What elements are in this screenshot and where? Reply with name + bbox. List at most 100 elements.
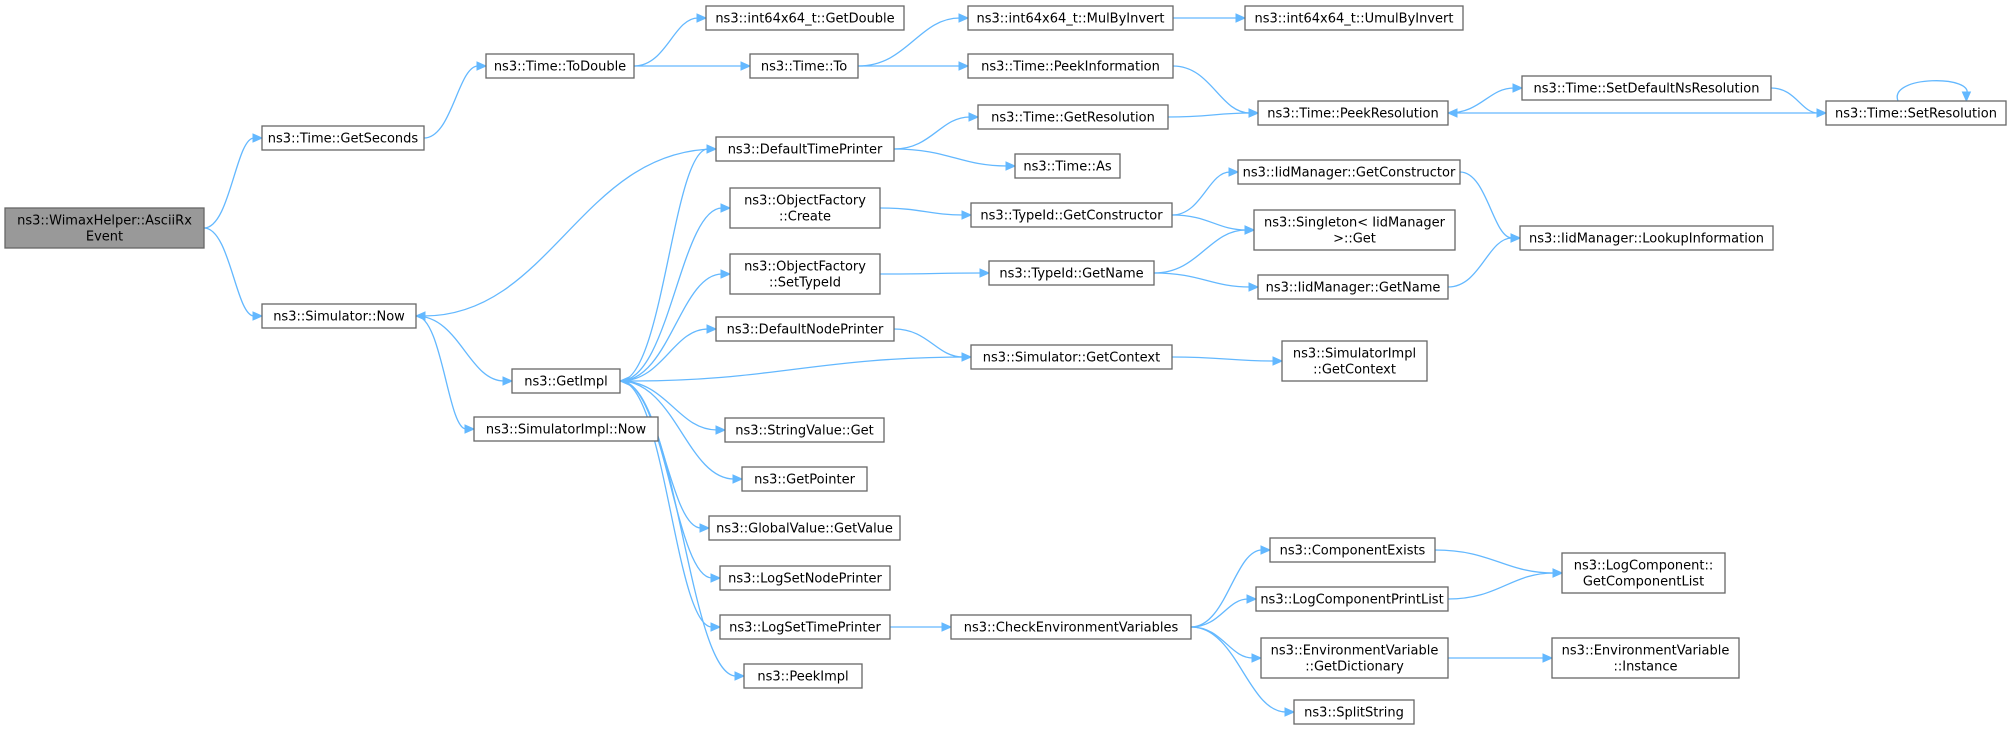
node-label: ns3::ObjectFactory (744, 260, 866, 275)
function-node-peekinformation[interactable]: ns3::Time::PeekInformation (967, 53, 1174, 79)
function-node-stringvalue-get[interactable]: ns3::StringValue::Get (724, 417, 885, 443)
node-label: Event (86, 230, 123, 245)
call-edge-peekinformation-to-peekresolution (1172, 65, 1251, 114)
node-box (719, 565, 891, 591)
node-label: ns3::TypeId::GetConstructor (980, 209, 1163, 224)
node-box (967, 5, 1174, 31)
call-edge-getimpl-to-defaultnodeprinter (619, 328, 709, 382)
arrowhead-icon (1248, 282, 1260, 292)
node-label: ns3::StringValue::Get (735, 424, 873, 439)
node-label: ns3::DefaultNodePrinter (727, 323, 884, 338)
function-node-checkenv[interactable]: ns3::CheckEnvironmentVariables (950, 614, 1192, 640)
function-node-ofcreate[interactable]: ns3::ObjectFactory::Create (729, 187, 881, 229)
call-edge-defaulttimeprinter-to-as (893, 148, 1008, 167)
function-node-globalvalue-getvalue[interactable]: ns3::GlobalValue::GetValue (708, 515, 901, 541)
node-label: ns3::int64x64_t::UmulByInvert (1255, 12, 1454, 27)
function-node-peekimpl[interactable]: ns3::PeekImpl (743, 663, 863, 689)
node-label: ns3::int64x64_t::GetDouble (715, 12, 894, 27)
function-node-sim-getcontext[interactable]: ns3::Simulator::GetContext (970, 344, 1173, 370)
arrowhead-icon (720, 269, 732, 279)
call-edge-sim-getcontext-to-simimpl-getcontext (1171, 356, 1275, 362)
function-node-componentexists[interactable]: ns3::ComponentExists (1269, 537, 1436, 563)
function-node-singleton-get[interactable]: ns3::Singleton< IidManager>::Get (1253, 209, 1456, 251)
function-node-logcomponentprintlist[interactable]: ns3::LogComponentPrintList (1255, 586, 1449, 612)
call-edge-checkenv-to-componentexists (1190, 549, 1263, 628)
function-node-simimpl-now[interactable]: ns3::SimulatorImpl::Now (473, 416, 659, 442)
function-node-ofsettypeid[interactable]: ns3::ObjectFactory::SetTypeId (729, 253, 881, 295)
node-label: ::GetContext (1313, 363, 1396, 378)
function-node-logsetnodeprinter[interactable]: ns3::LogSetNodePrinter (719, 565, 891, 591)
call-edge-ofsettypeid-to-tid-getname (879, 272, 982, 275)
function-node-iid-getname[interactable]: ns3::IidManager::GetName (1257, 274, 1449, 300)
node-box (950, 614, 1192, 640)
call-edge-getimpl-to-ofcreate (619, 207, 723, 382)
node-label: ns3::Simulator::Now (273, 310, 405, 325)
function-node-umulbyinvert[interactable]: ns3::int64x64_t::UmulByInvert (1244, 5, 1464, 31)
function-node-peekresolution[interactable]: ns3::Time::PeekResolution (1257, 100, 1449, 126)
function-node-iid-getconstructor[interactable]: ns3::IidManager::GetConstructor (1237, 159, 1461, 185)
node-label: ::Create (779, 210, 831, 225)
arrowhead-icon (1235, 13, 1247, 23)
call-edge-defaulttimeprinter-to-now (423, 148, 717, 317)
function-node-env-getdictionary[interactable]: ns3::EnvironmentVariable::GetDictionary (1260, 637, 1449, 679)
node-label: ns3::SimulatorImpl::Now (486, 423, 647, 438)
call-edge-setdefaultns-to-setresolution (1770, 87, 1819, 114)
node-label: ns3::Simulator::GetContext (983, 351, 1160, 366)
function-node-getpointer[interactable]: ns3::GetPointer (741, 466, 868, 492)
function-node-defaultnodeprinter[interactable]: ns3::DefaultNodePrinter (715, 316, 895, 342)
node-box (1551, 637, 1740, 679)
call-edge-tid-getconstructor-to-singleton-get (1171, 214, 1247, 231)
function-node-env-instance[interactable]: ns3::EnvironmentVariable::Instance (1551, 637, 1740, 679)
function-node-splitstring[interactable]: ns3::SplitString (1293, 699, 1415, 725)
call-edge-tid-getname-to-singleton-get (1153, 229, 1247, 274)
arrowhead-icon (710, 573, 722, 583)
node-box (261, 125, 425, 151)
node-box (1519, 225, 1774, 251)
function-node-lookupinfo[interactable]: ns3::IidManager::LookupInformation (1519, 225, 1774, 251)
arrowhead-icon (958, 61, 970, 71)
node-label: ns3::Time::PeekInformation (981, 60, 1160, 75)
node-box (708, 515, 901, 541)
call-edge-getimpl-to-peekimpl (619, 380, 737, 677)
call-edge-iid-getname-to-lookupinfo (1447, 237, 1513, 288)
node-label: ns3::SplitString (1304, 706, 1404, 721)
function-node-as[interactable]: ns3::Time::As (1014, 153, 1121, 179)
function-node-now[interactable]: ns3::Simulator::Now (261, 303, 417, 329)
function-node-getdouble[interactable]: ns3::int64x64_t::GetDouble (705, 5, 905, 31)
function-node-setresolution[interactable]: ns3::Time::SetResolution (1825, 100, 2007, 126)
function-node-getcomponentlist[interactable]: ns3::LogComponent::GetComponentList (1561, 552, 1726, 594)
arrowhead-icon (734, 671, 746, 681)
function-node-defaulttimeprinter[interactable]: ns3::DefaultTimePrinter (715, 136, 895, 162)
node-label: ns3::ObjectFactory (744, 194, 866, 209)
arrowhead-icon (1260, 545, 1272, 555)
function-node-tid-getname[interactable]: ns3::TypeId::GetName (988, 260, 1155, 286)
call-edge-tid-getname-to-iid-getname (1153, 272, 1251, 288)
function-node-logsettimeprinter[interactable]: ns3::LogSetTimePrinter (719, 614, 891, 640)
call-edge-getimpl-to-getpointer (619, 380, 735, 480)
call-edge-sim-getcontext-to-getimpl (627, 356, 972, 382)
function-node-to[interactable]: ns3::Time::To (749, 53, 859, 79)
node-box (1257, 274, 1449, 300)
function-node-getseconds[interactable]: ns3::Time::GetSeconds (261, 125, 425, 151)
node-label: ns3::EnvironmentVariable (1562, 644, 1730, 659)
function-node-getresolution[interactable]: ns3::Time::GetResolution (977, 104, 1169, 130)
arrowhead-icon (1510, 233, 1522, 243)
node-label: ns3::GlobalValue::GetValue (716, 522, 893, 537)
function-node-getimpl[interactable]: ns3::GetImpl (511, 368, 621, 394)
node-label: ns3::LogComponent:: (1574, 559, 1714, 574)
node-box (1281, 340, 1428, 382)
function-node-mulbyinvert[interactable]: ns3::int64x64_t::MulByInvert (967, 5, 1174, 31)
node-label: ns3::SimulatorImpl (1293, 347, 1416, 362)
function-node-tid-getconstructor[interactable]: ns3::TypeId::GetConstructor (970, 202, 1173, 228)
call-edge-getimpl-to-ofsettypeid (619, 273, 723, 382)
function-node-simimpl-getcontext[interactable]: ns3::SimulatorImpl::GetContext (1281, 340, 1428, 382)
node-label: ns3::Time::SetResolution (1835, 107, 1997, 122)
node-box (1260, 637, 1449, 679)
function-node-setdefaultns[interactable]: ns3::Time::SetDefaultNsResolution (1521, 75, 1772, 101)
arrowhead-icon (941, 622, 953, 632)
node-label: ns3::GetImpl (524, 375, 608, 390)
call-edge-to-to-mulbyinvert (857, 17, 961, 67)
arrowhead-icon (740, 61, 752, 71)
function-node-todouble[interactable]: ns3::Time::ToDouble (485, 53, 635, 79)
